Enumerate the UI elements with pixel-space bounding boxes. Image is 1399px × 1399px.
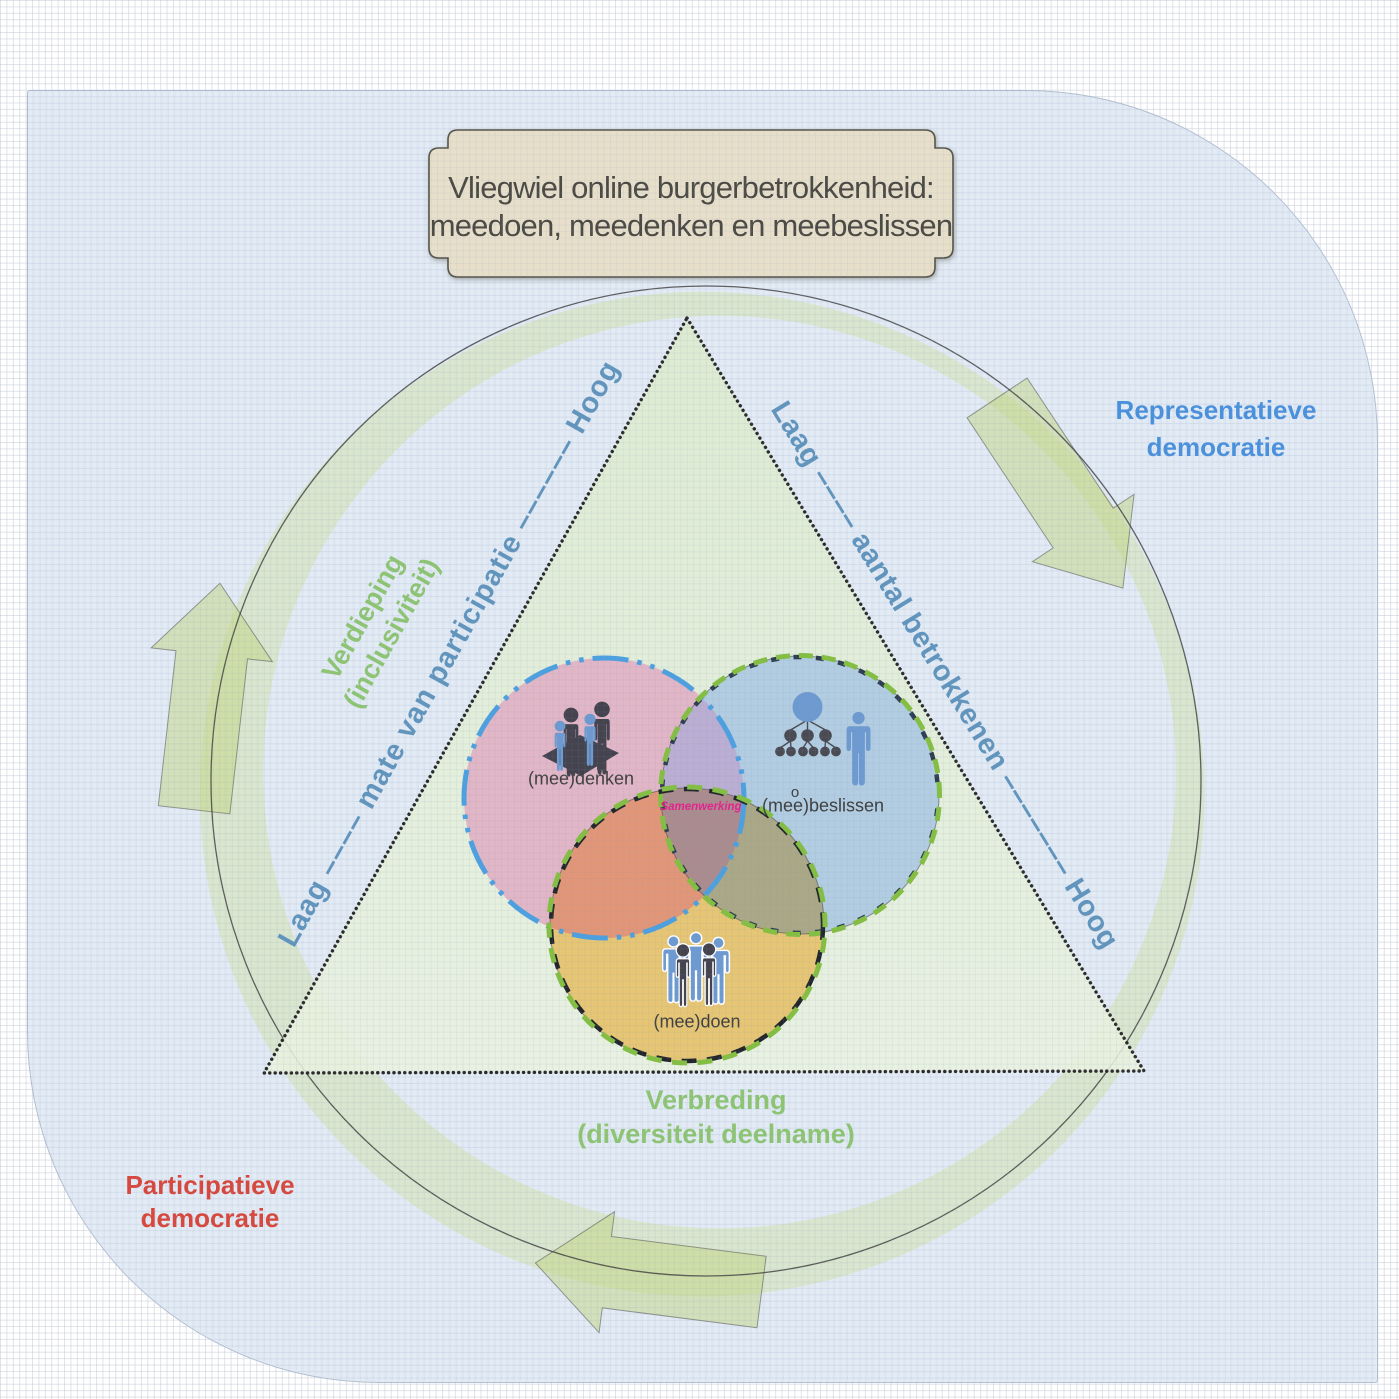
svg-text:democratie: democratie [141,1203,280,1233]
svg-text:Vliegwiel online burgerbetrokk: Vliegwiel online burgerbetrokkenheid: [448,170,934,205]
svg-text:meedoen, meedenken en meebesli: meedoen, meedenken en meebeslissen [430,208,953,243]
svg-text:o: o [791,784,799,801]
svg-text:(mee)denken: (mee)denken [528,769,634,789]
svg-text:democratie: democratie [1147,432,1286,462]
svg-text:Participatieve: Participatieve [125,1170,294,1200]
svg-text:(mee)doen: (mee)doen [653,1012,740,1032]
svg-text:(diversiteit deelname): (diversiteit deelname) [577,1119,855,1149]
svg-text:Representatieve: Representatieve [1116,395,1317,425]
svg-text:Samenwerking: Samenwerking [660,801,741,813]
svg-text:(mee)beslissen: (mee)beslissen [762,796,884,816]
svg-text:Verbreding: Verbreding [645,1085,786,1115]
